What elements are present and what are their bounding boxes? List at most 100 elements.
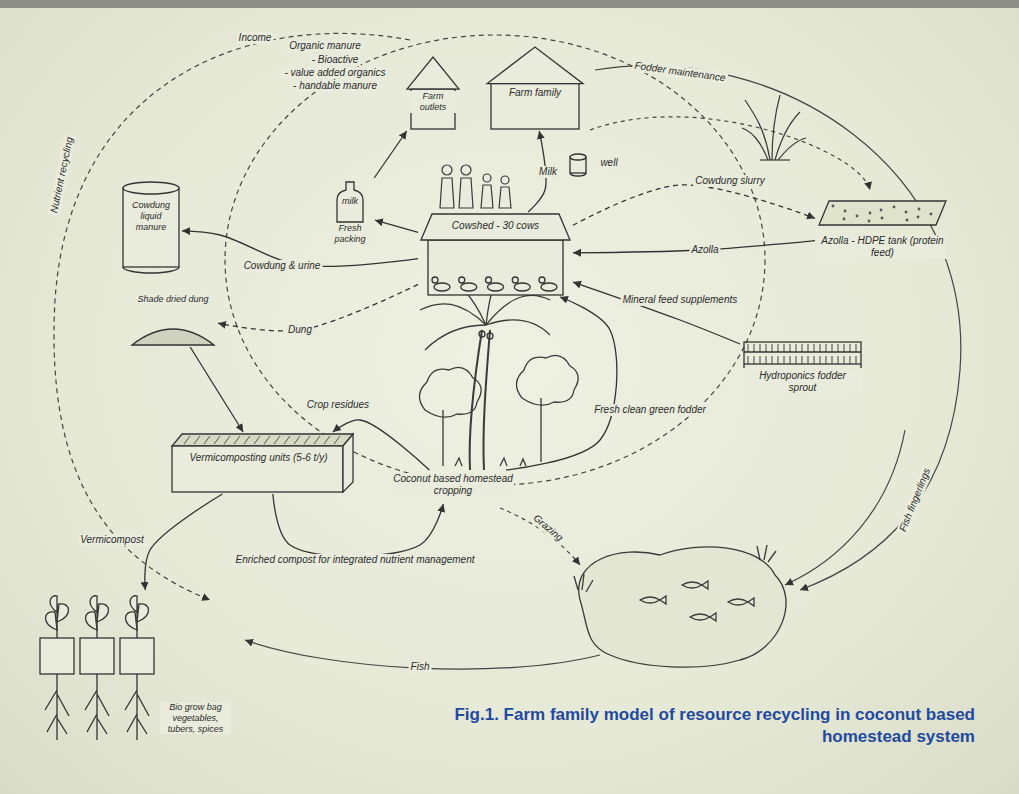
ground-line [760,159,790,160]
house-wall [491,84,579,129]
house-drawing [487,47,583,129]
cow-head [512,277,518,283]
tree-trunk [540,398,541,462]
text-holder: Farm family [497,87,573,99]
node-text: Shade dried dung [136,294,209,305]
cropping-label: Coconut based homestead cropping [388,470,518,504]
text-holder: milkFresh packing [327,196,373,244]
shed-drawing [421,214,570,295]
node-text: Hydroponics fodder sprout [744,370,861,394]
fish [640,596,666,604]
node-text: Farm outlets [410,91,456,113]
bottle-drawing [337,182,363,222]
plant-leaf [130,596,137,612]
node-text: well [599,157,618,169]
node-text: Farm family [508,87,562,99]
photo-edge-band [0,0,1019,8]
homestead-tree [516,355,578,405]
flow-label: Crop residues [305,399,371,411]
fish [682,581,708,589]
azolla-dot [856,215,859,218]
person-head [461,165,471,175]
dung-mound [132,329,214,345]
pond-plant [757,545,776,562]
plant-leaf [126,612,138,630]
cow-head [459,277,465,283]
node-text: Coconut based homestead cropping [392,473,514,497]
liquid-manure-drum: Cowdung liquid manure [120,180,182,275]
grow-bag [120,638,154,674]
azolla-dot [917,216,920,219]
farm-family-house: Farm family [485,45,585,131]
flow-connector [375,220,418,232]
flow-connector [145,494,223,590]
drum-bottom [123,267,179,273]
fodder-grass [745,100,770,160]
text-holder: Coconut based homestead cropping [392,473,514,497]
flow-label: Enriched compost for integrated nutrient… [233,554,476,566]
cow-body [434,283,450,291]
azolla-dot [832,205,835,208]
fodder-sprouts [748,344,856,364]
cow-head [486,277,492,283]
heap-drawing [132,329,214,345]
node-text: milk [341,196,359,207]
rack-frame [744,342,861,364]
grow-bag [80,638,114,674]
azolla-dot [880,209,883,212]
figure-caption: Fig.1. Farm family model of resource rec… [430,704,975,748]
azolla-dot [905,211,908,214]
cow-head [432,277,438,283]
node-text: Cowdung liquid manure [127,200,175,232]
flow-label: Milk [537,166,559,178]
flow-label: Azolla [689,244,720,256]
trough-front [172,446,343,492]
azolla-dot [843,218,846,221]
grow-bag [40,638,74,674]
bottle-outline [337,182,363,222]
flow-connector [374,131,407,178]
flow-label: Mineral feed supplements [621,294,740,306]
note-label: Income [237,32,274,44]
flow-connector [190,347,243,432]
well-rim [570,154,586,160]
person-body [440,178,454,208]
drum-drawing [123,182,179,273]
well-base [570,173,586,176]
plant-leaf [90,596,97,612]
azolla-dot [868,220,871,223]
flow-connector [506,297,617,470]
flow-label: Vermicompost [78,534,146,546]
nutrient-loop [54,33,410,600]
cow-body [461,283,477,291]
node-text: Vermicomposting units (5-6 t/y) [188,452,328,464]
person-body [499,187,511,208]
coconut-fruit [487,333,493,339]
plant-leaf [46,612,58,630]
azolla-dot [881,217,884,220]
milk-bottle: milkFresh packing [325,178,375,248]
shed-wall [428,240,563,295]
person-head [483,174,491,182]
trough-side [343,434,353,492]
note-label: - Bioactive [310,54,361,66]
fish [728,598,754,606]
plant-leaf [86,612,98,630]
pond-plant [574,574,593,592]
compost-hatch [184,436,340,444]
person-body [481,185,493,208]
azolla-dot [893,206,896,209]
hydroponics-rack: Hydroponics fodder sprout [740,338,865,400]
trough-drawing [172,434,353,492]
well-outline [568,150,628,178]
plant-leaf [57,604,69,622]
fodder-grass [775,112,800,160]
plant-leaf [97,604,109,622]
coconut-fruit [479,331,485,337]
drum-body [123,188,179,267]
dung-heap: Shade dried dung [128,292,218,347]
flow-connector [573,282,740,344]
azolla-dot [930,213,933,216]
node-text: Fresh packing [327,223,373,245]
fodder-loop [590,117,870,190]
